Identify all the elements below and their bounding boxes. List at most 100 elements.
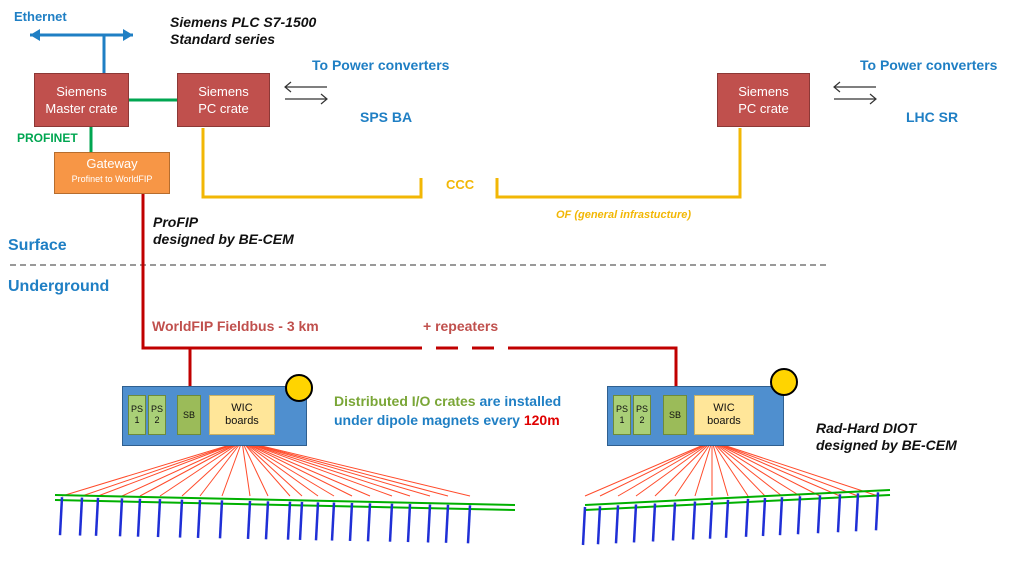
sensor-cable [97,443,235,497]
sb-label: SB [668,409,681,420]
dipole-magnet [218,500,224,539]
sensor-cable [199,443,241,497]
distributed-note: Distributed I/O crates are installed und… [334,392,561,430]
plc-title: Siemens PLC S7-1500 Standard series [170,14,316,48]
radhard-label: Rad-Hard DIOT designed by BE-CEM [816,420,957,454]
dipole-magnet [406,504,412,543]
of-label: OF (general infrastucture) [556,209,692,221]
ps1-line2: 1 [619,415,625,425]
dipole-magnet [426,504,432,543]
dipole-magnet [286,501,292,540]
master-crate-line2: Master crate [45,101,118,116]
dipole-magnet [744,498,750,537]
profip-line2: designed by BE-CEM [153,231,294,247]
sensor-cable [181,443,240,497]
pc-crate-right-line2: PC crate [738,101,789,116]
beam-pipe [54,499,516,511]
dipole-magnet [330,502,336,541]
dipole-magnet [854,493,860,532]
radhard-line1: Rad-Hard DIOT [816,420,917,436]
dipole-magnet [816,495,822,534]
sps-ba-label: SPS BA [360,109,413,125]
profinet-label: PROFINET [17,131,78,145]
sensor-cable [654,443,710,497]
dipole-magnet [246,500,252,539]
lhc-sr-label: LHC SR [906,109,959,125]
ps1-line1: PS [615,404,628,414]
sensor-cable [61,443,234,497]
gateway-title: Gateway [86,156,138,171]
worldfip-label: WorldFIP Fieldbus - 3 km [152,318,319,334]
radiation-icon-left [285,374,313,402]
repeaters-label: + repeaters [423,318,499,334]
wic-line2: boards [707,415,741,427]
dipole-magnet [298,501,304,541]
sb-label: SB [182,409,195,420]
sensor-cable [717,443,821,497]
sensor-cable [244,443,303,497]
sensor-cable [250,443,411,497]
dipole-magnet [388,503,394,542]
sensor-cable [674,443,711,497]
dipole-magnet [671,502,677,541]
siemens-master-crate[interactable]: Siemens Master crate [34,73,129,127]
siemens-pc-crate-right[interactable]: Siemens PC crate [717,73,810,127]
sensor-cable [712,443,729,497]
sensor-cable [719,443,859,497]
dipole-magnet [156,499,162,538]
gateway-box[interactable]: Gateway Profinet to WorldFIP [54,152,170,194]
sensor-cable [713,443,749,497]
sensor-cable [635,443,709,497]
sensor-cable [241,443,251,497]
to-power-converters-left: To Power converters [312,57,450,73]
dipole-magnet [366,503,372,542]
profip-label: ProFIP designed by BE-CEM [153,214,294,248]
dipole-magnet [691,501,697,540]
sensor-cable [253,443,471,497]
dipole-magnet [614,505,620,544]
dipole-magnet [596,506,602,545]
profip-line1: ProFIP [153,214,199,230]
dipole-magnet [136,498,142,537]
dipole-magnet [314,502,320,541]
dipole-magnet [724,499,730,538]
dipole-magnet [444,504,450,543]
dipole-magnet [708,500,714,539]
siemens-pc-crate-left[interactable]: Siemens PC crate [177,73,270,127]
dipole-magnet [836,494,842,533]
dipole-magnet [761,497,767,537]
dipole-magnets [54,489,891,546]
ps2-line2: 2 [154,415,160,425]
dipole-magnet [196,499,202,538]
beam-pipe [584,489,891,506]
sensor-cable [81,443,235,497]
wic-line2: boards [225,415,259,427]
ps2-line1: PS [150,404,163,414]
ps2-line1: PS [635,404,648,414]
wic-line1: WIC [713,402,735,414]
sb-slot: SB [177,395,201,435]
distributed-part3: under dipole magnets every [334,412,524,428]
dipole-magnet [94,497,100,536]
dipole-magnet [348,502,354,542]
pc-crate-right-line1: Siemens [738,84,789,99]
dipole-magnet [58,497,64,536]
ps1-line1: PS [130,404,143,414]
dipole-magnet [778,497,784,536]
plc-title-line1: Siemens PLC S7-1500 [170,14,317,30]
sensor-cable [245,443,319,497]
sensor-cable [714,443,766,497]
pc-crate-left-line2: PC crate [198,101,249,116]
sensor-cable [599,443,707,497]
dipole-magnet [118,498,124,537]
sensor-cable [246,443,335,497]
sensor-cable [617,443,708,497]
radhard-line2: designed by BE-CEM [816,437,957,453]
sb-slot: SB [663,395,687,435]
underground-label: Underground [8,278,110,295]
